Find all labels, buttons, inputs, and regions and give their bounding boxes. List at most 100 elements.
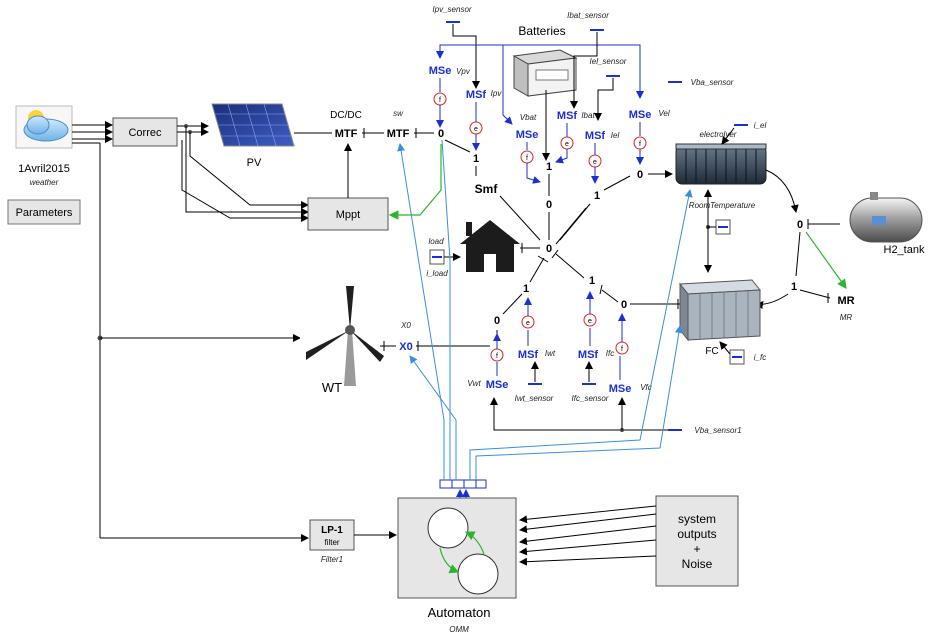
effort-detector-iwt-glyph: e: [526, 320, 530, 327]
bus-to-mse-vbat: [502, 45, 513, 125]
dcdc-label: DC/DC: [330, 110, 362, 121]
zero-junction-main[interactable]: 0: [546, 243, 552, 255]
electrolyser-icon[interactable]: [675, 143, 767, 185]
one-junction-wt[interactable]: 1: [523, 283, 529, 295]
weather-block[interactable]: 1Avril2015 weather: [15, 105, 73, 187]
ipv-label: Ipv: [491, 89, 503, 98]
solar-panel-grid: [215, 103, 291, 147]
iel-sensor-label: Iel_sensor: [590, 57, 627, 66]
zero-junction-h2[interactable]: 0: [797, 219, 803, 231]
ifc-label: Ifc: [606, 349, 614, 358]
x0-element[interactable]: X0: [399, 341, 412, 353]
one-junction-pv[interactable]: 1: [473, 153, 479, 165]
mse-vfc[interactable]: MSe: [609, 383, 632, 395]
flow-detector-vel-glyph: f: [639, 141, 641, 148]
green-h2-to-mr: [805, 231, 847, 289]
msf-ibat[interactable]: MSf: [557, 110, 578, 122]
h2-tank-label: H2_tank: [884, 244, 925, 256]
zero-junction-fc[interactable]: 0: [621, 299, 627, 311]
load-sensor[interactable]: [429, 249, 445, 265]
vba-sensor1-to-vwt: [490, 397, 668, 431]
batteries-label: Batteries: [518, 24, 565, 38]
mse-vbat[interactable]: MSe: [516, 129, 539, 141]
transition-2-to-1: [464, 531, 485, 555]
ibat-label: Ibat: [581, 111, 595, 120]
flow-detector-vpv-glyph: f: [439, 97, 441, 104]
system-line3: +: [693, 542, 700, 556]
mtf-dcdc[interactable]: MTF: [335, 128, 358, 140]
ctrl-to-sw: [397, 143, 445, 480]
correc-block[interactable]: Correc: [112, 117, 178, 147]
one-junction-fc[interactable]: 1: [589, 275, 595, 287]
system-outputs-block[interactable]: system outputs + Noise: [655, 495, 739, 587]
i-fc-link: [719, 341, 731, 355]
pv-panel[interactable]: PV: [211, 103, 295, 169]
zero-wt-to-one: [502, 293, 523, 315]
zero-junction-pv[interactable]: 0: [438, 128, 444, 140]
el-one-to-zero: [603, 175, 631, 191]
effort-detector-ibat-glyph: e: [565, 141, 569, 148]
mse-vwt[interactable]: MSe: [486, 379, 509, 391]
zero-junction-wt[interactable]: 0: [494, 315, 500, 327]
msf-iwt[interactable]: MSf: [518, 349, 539, 361]
zero-junction-battery[interactable]: 0: [546, 199, 552, 211]
msf-iel[interactable]: MSf: [585, 130, 606, 142]
vbat-label: Vbat: [520, 113, 537, 122]
flow-detector-vfc-glyph: f: [621, 346, 623, 353]
filter-frame: [309, 519, 355, 551]
room-temp-label: RoomTemperature: [689, 201, 756, 210]
one-junction-mr[interactable]: 1: [791, 281, 797, 293]
zero-fc-to-one: [601, 289, 619, 303]
zero-fc-stroke: [599, 284, 603, 295]
i-el-link: [721, 127, 735, 145]
room-temp-sensor[interactable]: [715, 219, 731, 235]
filter-sub: filter: [324, 538, 339, 547]
system-to-automaton-links: [519, 505, 657, 566]
state-2[interactable]: [457, 553, 499, 595]
one-fc-stroke: [551, 249, 559, 259]
electrolyser-label: electrolyer: [700, 130, 737, 139]
load-label: load: [428, 237, 444, 246]
vba-sensor1-label: Vba_sensor1: [694, 426, 741, 435]
filter-caption: Filter1: [321, 555, 343, 564]
mr-to-fc: [755, 293, 789, 309]
mppt-frame: [307, 197, 389, 231]
main-to-el-one: [555, 207, 587, 245]
mse-vpv[interactable]: MSe: [429, 65, 452, 77]
wind-turbine-icon[interactable]: [300, 282, 384, 386]
iel-label: Iel: [611, 131, 620, 140]
h2-tank-icon[interactable]: [849, 192, 923, 243]
transition-1-to-2: [439, 547, 460, 574]
smf-label[interactable]: Smf: [475, 182, 499, 196]
flow-detector-vwt-glyph: f: [496, 353, 498, 360]
vfc-label: Vfc: [640, 383, 652, 392]
mppt-block[interactable]: Mppt: [307, 197, 389, 231]
i-fc-sensor[interactable]: [729, 349, 745, 365]
filter-block[interactable]: LP-1 filter: [309, 519, 355, 551]
fuel-cell-icon[interactable]: [679, 279, 761, 342]
state-1[interactable]: [427, 507, 469, 549]
mr-element[interactable]: MR: [837, 295, 854, 307]
i-fc-label: i_fc: [754, 353, 766, 362]
parameters-frame: [7, 199, 81, 225]
automaton-output-port[interactable]: [439, 479, 487, 489]
automaton-block[interactable]: [397, 497, 517, 599]
battery-icon[interactable]: [512, 49, 578, 97]
parameters-block[interactable]: Parameters: [7, 199, 81, 225]
mtf-sw[interactable]: MTF: [387, 128, 410, 140]
wt-label: WT: [322, 380, 342, 395]
zero-junction-el[interactable]: 0: [637, 169, 643, 181]
mse-vel[interactable]: MSe: [629, 109, 652, 121]
one-wt-to-main: [529, 257, 545, 283]
iwt-sensor-label: Iwt_sensor: [515, 394, 554, 403]
msf-ipv[interactable]: MSf: [466, 89, 487, 101]
ctrl-to-x0: [409, 355, 457, 480]
one-junction-el[interactable]: 1: [594, 190, 600, 202]
house-icon[interactable]: [460, 220, 520, 272]
one-junction-battery[interactable]: 1: [546, 161, 552, 173]
weather-links: [72, 121, 309, 542]
msf-ifc[interactable]: MSf: [578, 349, 599, 361]
effort-detector-ipv-glyph: e: [474, 126, 478, 133]
iel-sensor-link: [594, 78, 614, 121]
effort-detector-iel-glyph: e: [593, 159, 597, 166]
